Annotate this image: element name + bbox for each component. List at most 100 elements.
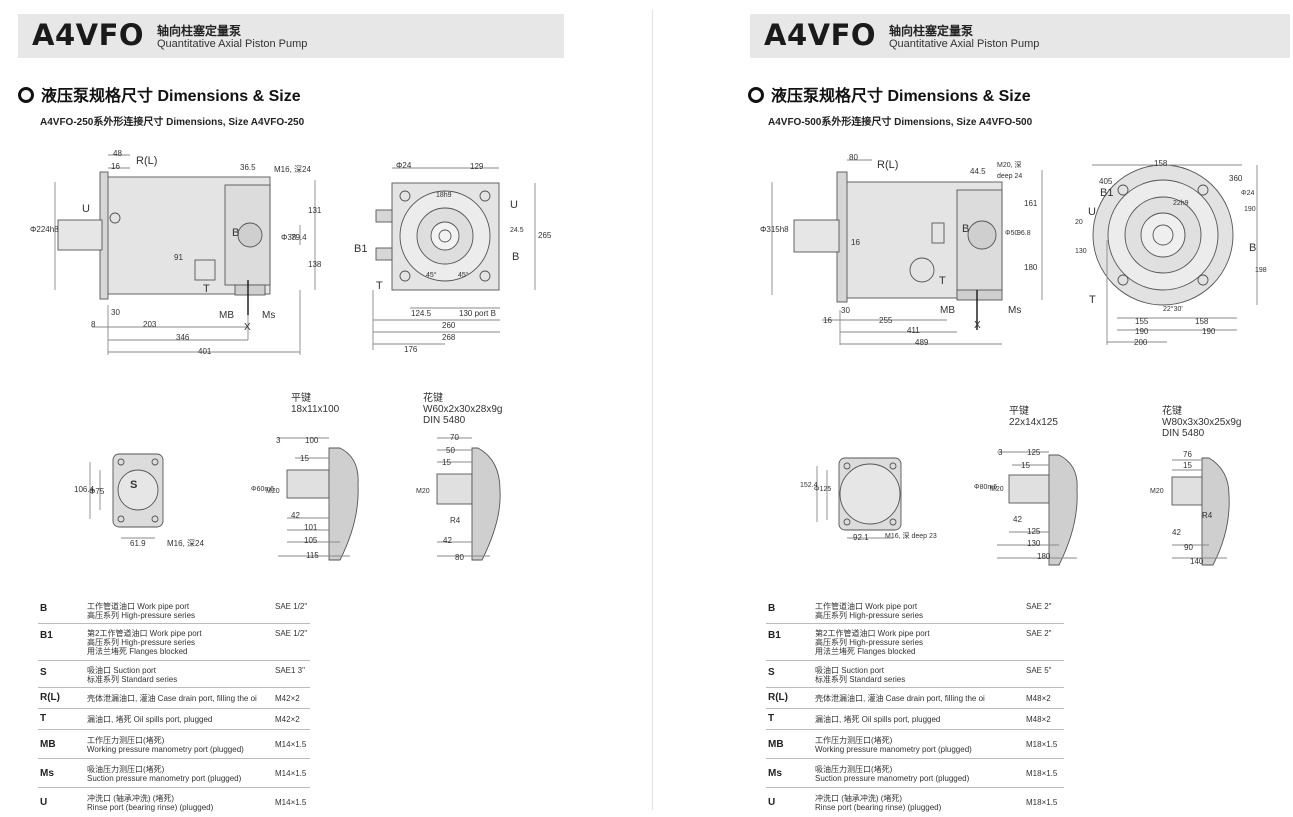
- port-label-u: U: [82, 203, 90, 215]
- table-row: U 冲洗口 (轴承冲洗) (堵死)Rinse port (bearing rin…: [38, 788, 310, 816]
- port-label-t: T: [939, 275, 946, 287]
- port-code: S: [40, 667, 47, 678]
- port-label-rl: R(L): [877, 159, 899, 171]
- port-label-u: U: [1088, 206, 1096, 218]
- port-label-t: T: [203, 283, 210, 295]
- port-value: M42×2: [275, 694, 300, 703]
- key-dim-m20: M20: [266, 488, 280, 495]
- dim-155: 155: [1135, 317, 1149, 326]
- dim-16: 16: [111, 162, 120, 171]
- dim-80: 80: [849, 153, 858, 162]
- dimension-drawing: [771, 159, 1258, 566]
- header-title-en: Quantitative Axial Piston Pump: [889, 38, 1040, 50]
- spline-din: DIN 5480: [1162, 428, 1205, 439]
- dim-152-4: 152.4: [800, 482, 818, 489]
- spline-dim-15: 15: [1183, 461, 1192, 470]
- table-row: R(L) 壳体泄漏油口, 灌油 Case drain port, filling…: [766, 688, 1064, 709]
- port-value: M14×1.5: [275, 769, 307, 778]
- table-row: MB 工作压力测压口(堵死)Working pressure manometry…: [38, 730, 310, 759]
- port-value: M18×1.5: [1026, 769, 1058, 778]
- port-desc-line: Suction pressure manometry port (plugged…: [87, 774, 242, 783]
- port-desc-line: 用法兰堵死 Flanges blocked: [815, 647, 916, 656]
- dim-161: 161: [1024, 199, 1038, 208]
- spline-dim-m20: M20: [1150, 488, 1164, 495]
- spline-dim-70: 70: [450, 433, 459, 442]
- suction-port-label: S: [130, 479, 138, 491]
- key-dim-125b: 125: [1027, 527, 1041, 536]
- port-desc-line: 壳体泄漏油口, 灌油 Case drain port, filling the …: [87, 694, 257, 703]
- port-value: SAE 5": [1026, 666, 1052, 675]
- page-divider: [652, 10, 653, 810]
- dim-24-5: 24.5: [510, 227, 524, 234]
- dim-91: 91: [174, 253, 183, 262]
- key-dim-130: 130: [1027, 539, 1041, 548]
- key-dim-15: 15: [1021, 461, 1030, 470]
- port-desc-line: 标准系列 Standard series: [815, 675, 906, 684]
- port-label-b: B: [962, 223, 970, 235]
- port-desc-line: 吸油口 Suction port: [815, 666, 884, 675]
- dim-130: 130: [1075, 248, 1087, 255]
- port-desc-line: 高压系列 High-pressure series: [87, 611, 196, 620]
- port-desc-line: Rinse port (bearing rinse) (plugged): [815, 803, 942, 812]
- key-spec: 18x11x100: [291, 404, 340, 415]
- port-desc-line: Suction pressure manometry port (plugged…: [815, 774, 970, 783]
- dim-268: 268: [442, 333, 456, 342]
- port-code: Ms: [40, 768, 54, 779]
- port-label-b: B: [232, 227, 240, 239]
- key-dim-115: 115: [306, 551, 319, 560]
- spline-dim-90: 90: [1184, 543, 1193, 552]
- port-value: M48×2: [1026, 694, 1051, 703]
- dim-22h9: 22h9: [1173, 200, 1189, 207]
- port-value: M18×1.5: [1026, 740, 1058, 749]
- spline-dim-76: 76: [1183, 450, 1192, 459]
- port-code: T: [40, 713, 47, 724]
- port-desc-line: 漏油口, 堵死 Oil spills port, plugged: [815, 715, 941, 724]
- port-desc-line: Working pressure manometry port (plugged…: [815, 745, 972, 754]
- product-logo: A4VFO: [764, 18, 877, 52]
- spline-din: DIN 5480: [423, 415, 466, 426]
- port-value: SAE 1/2": [275, 629, 308, 638]
- port-desc-line: 吸油压力测压口(堵死): [815, 765, 893, 774]
- port-code: B1: [40, 630, 53, 641]
- dim-s-m16: M16, 深24: [167, 539, 204, 548]
- key-dim-101: 101: [304, 523, 318, 532]
- dim-92-1: 92.1: [853, 533, 869, 542]
- header-title-zh: 轴向柱塞定量泵: [889, 24, 974, 38]
- port-value: M14×1.5: [275, 798, 307, 807]
- port-code: B: [40, 603, 48, 614]
- dim-45b: 45°: [458, 272, 469, 279]
- key-title: 平键: [291, 393, 311, 404]
- dim-401: 401: [198, 347, 212, 356]
- port-code: R(L): [40, 692, 60, 703]
- dim-port-b: 130 port B: [459, 309, 496, 318]
- dim-45a: 45°: [426, 272, 437, 279]
- port-desc-line: Rinse port (bearing rinse) (plugged): [87, 803, 214, 812]
- port-desc-line: 吸油口 Suction port: [87, 666, 156, 675]
- dim-489: 489: [915, 338, 929, 347]
- port-label-b-front: B: [512, 251, 520, 263]
- keyed-shaft: [1008, 474, 1050, 504]
- key-dim-60m6: Φ60m6: [251, 486, 275, 493]
- port-desc-line: 漏油口, 堵死 Oil spills port, plugged: [87, 715, 213, 724]
- dim-30: 30: [841, 306, 850, 315]
- port-value: SAE 2": [1026, 629, 1052, 638]
- dim-s-m16: M16, 深 deep 23: [885, 533, 937, 540]
- dim-138: 138: [308, 260, 322, 269]
- table-row: MB 工作压力测压口(堵死)Working pressure manometry…: [766, 730, 1064, 759]
- spline-dim-r4: R4: [450, 516, 461, 525]
- port-desc-line: 第2工作管道油口 Work pipe port: [815, 629, 930, 638]
- dim-180: 180: [1024, 263, 1038, 272]
- key-dim-80m6: Φ80m6: [974, 484, 998, 491]
- port-label-ms: Ms: [262, 310, 276, 321]
- spline-dim-m20: M20: [416, 488, 430, 495]
- key-dim-15: 15: [300, 454, 309, 463]
- dim-158b: 158: [1195, 317, 1209, 326]
- dim-158: 158: [1154, 159, 1168, 168]
- bullet-icon: [18, 87, 34, 103]
- port-label-b1: B1: [354, 243, 368, 255]
- port-value: M18×1.5: [1026, 798, 1058, 807]
- dim-360: 360: [1229, 174, 1243, 183]
